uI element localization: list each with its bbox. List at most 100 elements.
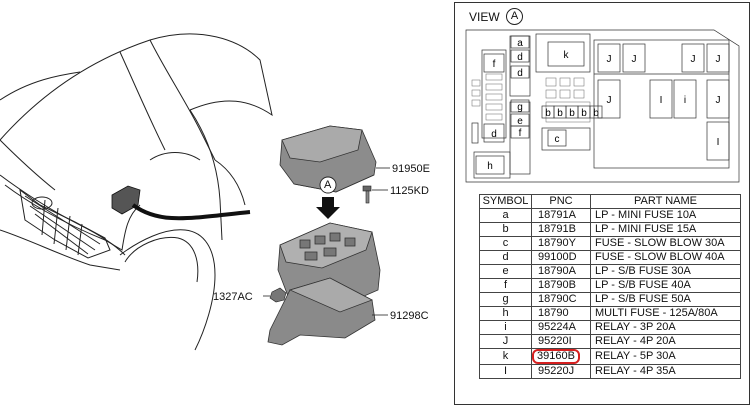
cell-pnc: 18790B <box>531 278 591 293</box>
cell-pnc: 18790A <box>531 264 591 279</box>
cell-symbol: J <box>479 334 532 349</box>
layout-cell-label: d <box>517 52 523 63</box>
layout-cell-label: k <box>564 50 570 61</box>
layout-cell <box>622 43 646 73</box>
cell-part-name: LP - S/B FUSE 40A <box>590 278 741 293</box>
view-title: VIEW <box>469 10 500 24</box>
nut <box>269 287 287 303</box>
layout-cell-label: b <box>557 108 563 119</box>
cell-part-name: LP - MINI FUSE 10A <box>590 208 741 223</box>
callout-bolt: 1125KD <box>390 185 429 197</box>
cell-part-name: MULTI FUSE - 125A/80A <box>590 306 741 321</box>
layout-cell-label: a <box>517 38 523 49</box>
cell-symbol: e <box>479 264 532 279</box>
leader-swoosh <box>131 203 251 221</box>
layout-cell-label: J <box>607 95 612 106</box>
layout-cell <box>589 105 603 119</box>
cell-part-name: LP - S/B FUSE 50A <box>590 292 741 307</box>
header-symbol: SYMBOL <box>479 194 532 209</box>
header-part-name: PART NAME <box>590 194 741 209</box>
layout-cell-label: g <box>517 102 523 113</box>
layout-cell <box>706 43 730 73</box>
cell-part-name: RELAY - 4P 20A <box>590 334 741 349</box>
layout-cell-label: b <box>581 108 587 119</box>
cell-symbol: d <box>479 250 532 265</box>
layout-cell <box>510 65 530 79</box>
layout-cell <box>706 121 730 161</box>
layout-cell <box>475 155 505 175</box>
cell-pnc-highlighted: 39160B <box>532 349 580 364</box>
layout-cell <box>547 41 585 67</box>
layout-cell-label: h <box>487 161 493 172</box>
cell-part-name: RELAY - 4P 35A <box>590 364 741 379</box>
layout-cell-label: i <box>684 95 686 106</box>
callout-cover: 91950E <box>392 163 430 175</box>
layout-cell-label: J <box>716 95 721 106</box>
layout-cell-label: b <box>593 108 599 119</box>
cell-symbol: i <box>479 320 532 335</box>
callout-bracket: 91298C <box>390 310 429 322</box>
view-marker: A <box>506 8 523 25</box>
cell-pnc: 18791B <box>531 222 591 237</box>
layout-cell <box>510 49 530 63</box>
cell-part-name: LP - S/B FUSE 30A <box>590 264 741 279</box>
view-marker-circle <box>319 176 337 194</box>
layout-cell-label: f <box>519 128 522 139</box>
layout-cell <box>483 123 505 143</box>
cell-pnc: 18790Y <box>531 236 591 251</box>
cell-part-name: LP - MINI FUSE 15A <box>590 222 741 237</box>
table-cell: 39160B <box>531 348 591 365</box>
cell-pnc: 95224A <box>531 320 591 335</box>
small-slots <box>471 73 591 123</box>
cell-symbol: g <box>479 292 532 307</box>
layout-cell-label: J <box>607 54 612 65</box>
layout-cell-label: e <box>517 116 523 127</box>
layout-cell <box>510 35 530 49</box>
layout-cell <box>706 79 730 119</box>
cell-symbol: a <box>479 208 532 223</box>
cell-symbol: h <box>479 306 532 321</box>
cell-symbol: c <box>479 236 532 251</box>
layout-cell-label: b <box>569 108 575 119</box>
layout-outline <box>465 29 740 183</box>
layout-cell <box>649 79 673 119</box>
layout-cell <box>483 53 505 73</box>
exploded-diagram <box>0 33 390 351</box>
layout-cell <box>681 43 705 73</box>
cell-part-name: FUSE - SLOW BLOW 40A <box>590 250 741 265</box>
car-illustration <box>0 33 273 351</box>
layout-cell-label: c <box>555 134 560 145</box>
cell-part-name: RELAY - 3P 20A <box>590 320 741 335</box>
cell-symbol: I <box>479 364 532 379</box>
layout-cell-label: d <box>491 129 497 140</box>
down-arrow <box>316 197 340 219</box>
callout-nut: 1327AC <box>213 291 253 303</box>
cell-pnc: 95220I <box>531 334 591 349</box>
layout-cell <box>597 43 621 73</box>
layout-cell-label: d <box>517 68 523 79</box>
cell-pnc: 95220J <box>531 364 591 379</box>
cell-part-name: FUSE - SLOW BLOW 30A <box>590 236 741 251</box>
cell-part-name: RELAY - 5P 30A <box>590 348 741 365</box>
cell-pnc: 18790C <box>531 292 591 307</box>
layout-cell-label: J <box>691 54 696 65</box>
layout-cell-label: J <box>632 54 637 65</box>
view-panel <box>454 2 750 405</box>
cell-pnc: 99100D <box>531 250 591 265</box>
layout-cell-label: f <box>493 59 496 70</box>
layout-cell-label: I <box>717 137 720 148</box>
layout-cell <box>547 129 567 147</box>
fuse-box-bracket <box>267 277 376 346</box>
